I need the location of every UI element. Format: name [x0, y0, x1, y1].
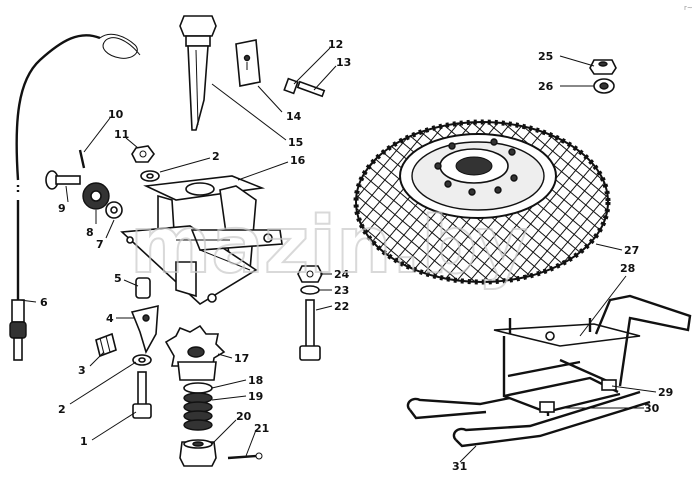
bolt-9-part: [45, 170, 81, 190]
callout-10: 10: [108, 108, 124, 121]
callout-31: 31: [452, 460, 467, 473]
callout-26: 26: [538, 80, 554, 93]
callout-6: 6: [40, 296, 48, 309]
callout-17: 17: [234, 352, 249, 365]
bolt-13-part: [283, 77, 326, 98]
cotter-pin-21-part: [227, 452, 263, 460]
star-knob-17-part: [164, 324, 226, 381]
callout-14: 14: [286, 110, 302, 123]
callout-labels: 1 2 2 3 4 5 6 7 8 9 10 11 12 13 14 15 16…: [40, 38, 673, 473]
callout-18: 18: [248, 374, 263, 387]
nut-24-part: [297, 265, 323, 283]
washer-26-part: [593, 78, 615, 94]
spring-3-part: [95, 332, 117, 358]
cotter-10-part: [78, 149, 86, 169]
callout-29: 29: [658, 386, 673, 399]
spring-19-part: [183, 392, 213, 431]
callout-13: 13: [336, 56, 351, 69]
callout-15: 15: [288, 136, 303, 149]
callout-30: 30: [644, 402, 660, 415]
callout-19: 19: [248, 390, 263, 403]
callout-4: 4: [106, 312, 114, 325]
bushing-8-part: [82, 182, 110, 210]
bolt-1-part: [132, 371, 152, 419]
bracket-part: [120, 175, 283, 305]
callout-8: 8: [86, 226, 94, 239]
nut-25-part: [589, 59, 617, 75]
callout-1: 1: [80, 435, 88, 448]
corner-mark: r~: [684, 4, 693, 12]
callout-22: 22: [334, 300, 349, 313]
callout-2-top: 2: [212, 150, 220, 163]
callout-28: 28: [620, 262, 635, 275]
callout-5: 5: [114, 272, 122, 285]
leader-lines: [19, 47, 657, 463]
callout-11: 11: [114, 128, 129, 141]
callout-27: 27: [624, 244, 639, 257]
callout-16: 16: [290, 154, 306, 167]
cable-part: [9, 33, 141, 361]
callout-7: 7: [96, 238, 104, 251]
pivot-pin-part: [179, 15, 217, 131]
nut-20-part: [179, 439, 217, 467]
spare-wheel-27-part: [353, 119, 611, 285]
washer-18-part: [183, 382, 213, 394]
nut-11-part: [131, 145, 155, 163]
watermark-text: mazin.by: [130, 201, 528, 291]
callout-2-bottom: 2: [58, 403, 66, 416]
sleeve-5-part: [135, 277, 151, 299]
washer-2-top-part: [140, 170, 160, 182]
washer-2-bottom-part: [132, 354, 152, 366]
plate-part: [235, 39, 261, 87]
washer-7-part: [105, 201, 123, 219]
callout-20: 20: [236, 410, 252, 423]
callout-12: 12: [328, 38, 343, 51]
callout-9: 9: [58, 202, 66, 215]
lever-4-part: [130, 304, 159, 355]
callout-24: 24: [334, 268, 350, 281]
carrier-frame-part: [406, 294, 692, 448]
callout-3: 3: [78, 364, 86, 377]
bolt-22-part: [299, 299, 321, 361]
callout-21: 21: [254, 422, 269, 435]
callout-23: 23: [334, 284, 349, 297]
callout-25: 25: [538, 50, 553, 63]
